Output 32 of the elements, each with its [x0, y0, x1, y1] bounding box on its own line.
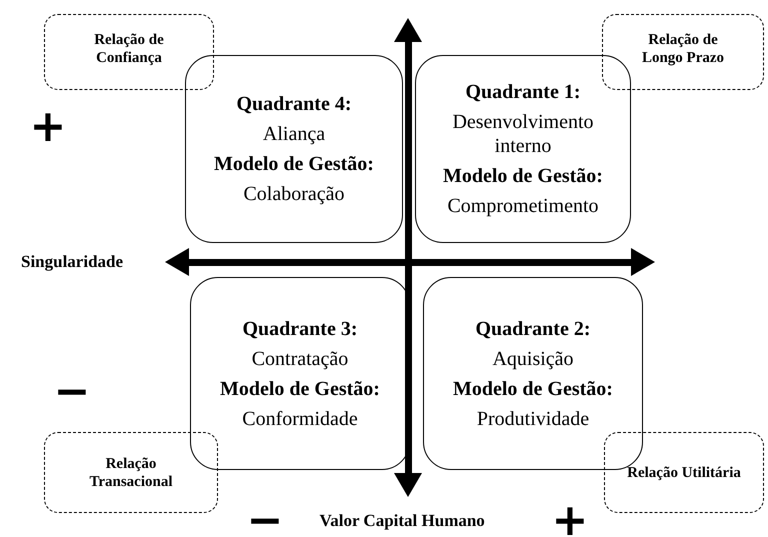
relation-box	[44, 432, 218, 513]
quadrant-box	[185, 55, 403, 243]
relation-label: Relação de Longo Prazo	[640, 31, 726, 67]
relation-label: Relação Utilitária	[627, 464, 741, 482]
minus-sign: −	[54, 377, 90, 407]
body-text: Aquisição	[492, 346, 574, 370]
heading-text: Modelo de Gestão:	[220, 376, 380, 400]
heading-text: Quadrante 2:	[476, 316, 590, 340]
body-text: Contratação	[252, 346, 348, 370]
heading-text: Quadrante 4:	[236, 92, 352, 116]
relation-label: Relação Transacional	[88, 454, 174, 490]
relation-box	[44, 14, 214, 90]
relation-box	[604, 432, 764, 513]
body-text: Comprometimento	[447, 194, 599, 218]
body-text: Aliança	[262, 122, 326, 146]
heading-text: Quadrante 1:	[466, 80, 580, 104]
body-text: Colaboração	[243, 182, 345, 206]
body-text: Conformidade	[242, 406, 358, 430]
axis-label: Valor Capital Humano	[320, 511, 485, 531]
minus-sign: −	[246, 506, 284, 536]
relation-label: Relação de Confiança	[93, 31, 165, 67]
heading-text: Modelo de Gestão:	[214, 152, 374, 176]
plus-sign: +	[30, 112, 66, 142]
quadrant-box	[415, 55, 631, 243]
relation-box	[602, 14, 764, 90]
axis-label: Singularidade	[21, 252, 124, 272]
heading-text: Quadrante 3:	[242, 316, 358, 340]
heading-text: Modelo de Gestão:	[453, 376, 613, 400]
plus-sign: +	[552, 506, 588, 536]
heading-text: Modelo de Gestão:	[443, 164, 603, 188]
body-text: Desenvolvimento interno	[451, 110, 595, 158]
body-text: Produtividade	[476, 406, 590, 430]
